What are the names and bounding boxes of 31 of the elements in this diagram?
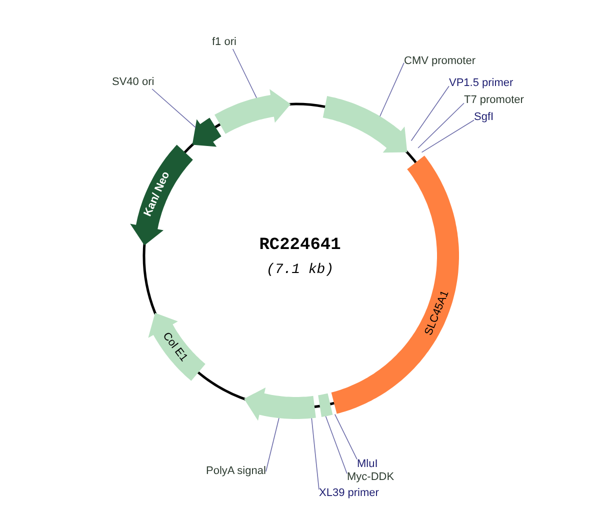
feature-name: Col E1 [160,330,190,364]
plasmid-name: RC224641 [259,236,341,255]
feature-label: f1 ori [212,36,236,49]
plasmid-size: (7.1 kb) [266,262,334,278]
leader-line [421,120,474,153]
plasmid-feature [318,393,333,417]
leader-line [380,62,404,117]
feature-label: T7 promoter [464,94,524,107]
feature-label: VP1.5 primer [449,77,514,90]
leader-line [232,48,257,98]
plasmid-feature [192,117,222,147]
plasmid-feature [322,95,408,153]
plasmid-feature [244,387,316,421]
feature-label: SgfI [474,111,494,124]
leader-line [152,88,196,128]
feature-label: Myc-DDK [347,471,394,484]
leader-line [418,102,464,148]
plasmid-feature [214,89,291,134]
feature-label: PolyA signal [206,465,266,478]
leader-line [334,414,358,460]
feature-name: Kan/ Neo [142,170,172,218]
feature-label: CMV promoter [404,55,476,68]
leader-line [325,416,348,474]
feature-label: MluI [357,458,378,471]
leader-line [410,86,450,142]
leader-line [266,418,280,472]
gene-feature [148,312,206,381]
leader-line [311,418,320,490]
gene-feature [130,144,193,246]
feature-label: XL39 primer [319,487,379,500]
feature-label: SV40 ori [112,76,154,89]
